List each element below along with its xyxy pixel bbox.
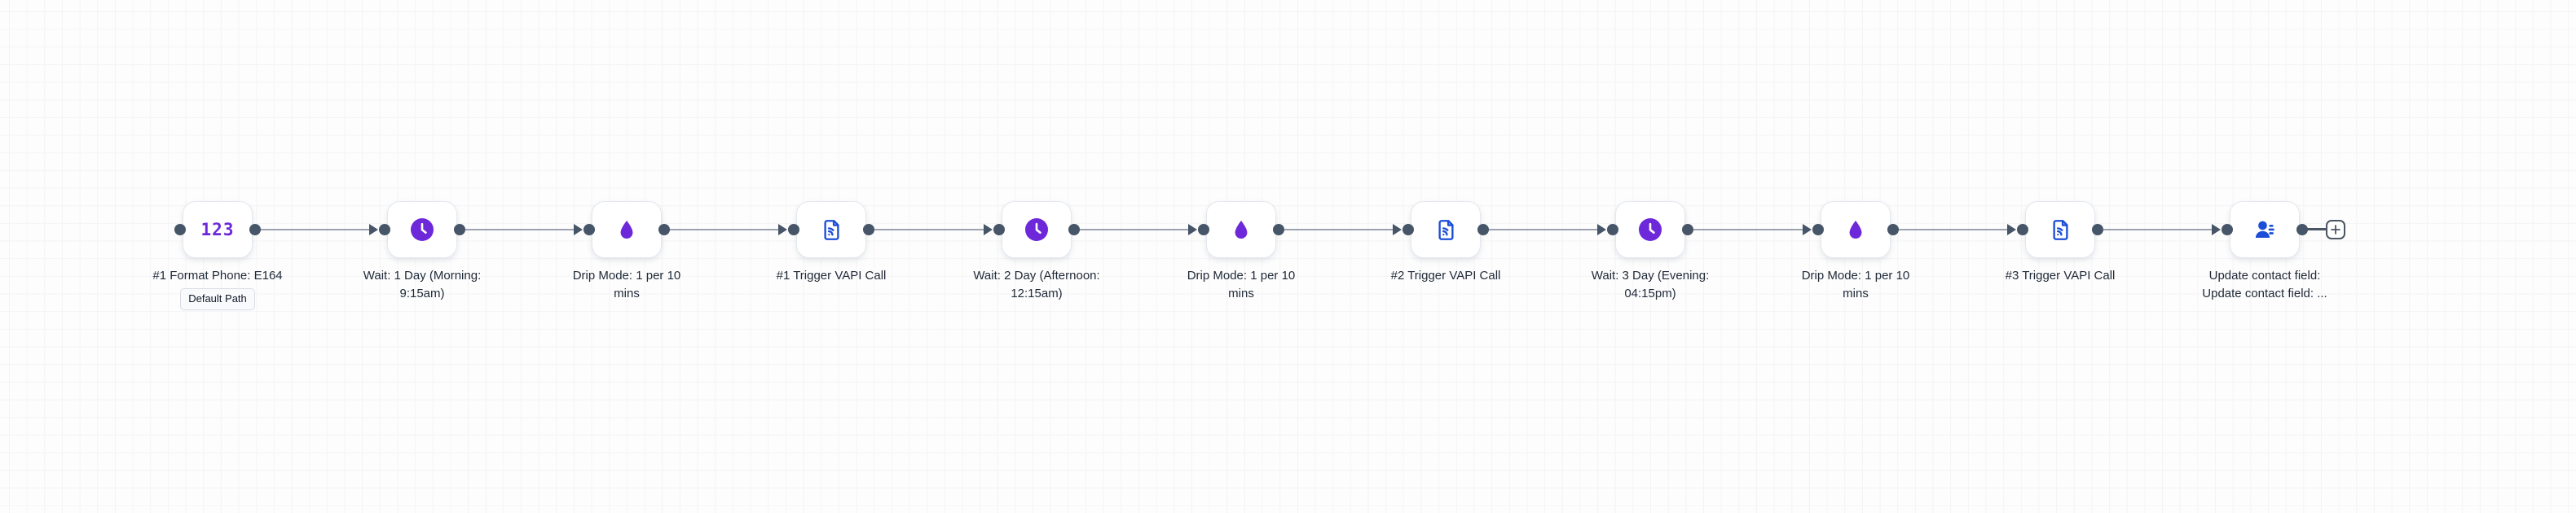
node-label: Update contact field: Update contact fiel… xyxy=(2187,267,2342,303)
edge-line xyxy=(1484,229,1598,230)
user-details-icon xyxy=(2253,218,2277,242)
output-handle[interactable] xyxy=(1273,224,1284,235)
input-handle[interactable] xyxy=(1812,224,1824,235)
input-handle[interactable] xyxy=(2017,224,2028,235)
plus-icon xyxy=(2331,225,2340,235)
edge-arrowhead-icon xyxy=(1597,224,1606,235)
flow-node[interactable]: 123 xyxy=(174,201,261,258)
node-label: Wait: 1 Day (Morning: 9:15am) xyxy=(345,267,500,303)
flow-node[interactable] xyxy=(2017,201,2103,258)
file-signal-icon xyxy=(2050,218,2072,242)
node-label-line: Wait: 1 Day (Morning: xyxy=(363,269,482,283)
edge-line xyxy=(460,229,575,230)
output-handle[interactable] xyxy=(863,224,874,235)
node-label-line: Drip Mode: 1 per 10 xyxy=(1187,269,1296,283)
node-label-line: 12:15am) xyxy=(1011,287,1063,300)
input-handle[interactable] xyxy=(993,224,1005,235)
output-handle[interactable] xyxy=(249,224,261,235)
input-handle[interactable] xyxy=(1402,224,1414,235)
node-label-line: Wait: 3 Day (Evening: xyxy=(1591,269,1710,283)
flow-node[interactable] xyxy=(788,201,874,258)
edge-arrowhead-icon xyxy=(1393,224,1402,235)
output-handle[interactable] xyxy=(454,224,465,235)
node-label-line: #1 Trigger VAPI Call xyxy=(776,269,887,283)
node-label-line: Wait: 2 Day (Afternoon: xyxy=(973,269,1100,283)
edge-arrowhead-icon xyxy=(574,224,583,235)
node-label: Drip Mode: 1 per 10 mins xyxy=(1778,267,1933,303)
node-label: #3 Trigger VAPI Call xyxy=(1983,267,2138,285)
node-label-line: mins xyxy=(1228,287,1254,300)
node-label-line: mins xyxy=(614,287,640,300)
output-handle[interactable] xyxy=(2092,224,2103,235)
edge-line xyxy=(1894,229,2008,230)
output-handle[interactable] xyxy=(658,224,670,235)
input-handle[interactable] xyxy=(1198,224,1209,235)
input-handle[interactable] xyxy=(2222,224,2233,235)
flow-node[interactable] xyxy=(583,201,670,258)
droplet-icon xyxy=(1232,219,1250,241)
edge-line xyxy=(256,229,370,230)
node-label-line: 9:15am) xyxy=(399,287,445,300)
output-handle[interactable] xyxy=(1682,224,1693,235)
flow-node[interactable] xyxy=(1402,201,1489,258)
flow-node[interactable] xyxy=(2222,201,2308,258)
node-label-line: Drip Mode: 1 per 10 xyxy=(1801,269,1910,283)
output-handle[interactable] xyxy=(2296,224,2308,235)
default-path-badge: Default Path xyxy=(180,288,255,310)
add-step-button[interactable] xyxy=(2326,220,2345,239)
input-handle[interactable] xyxy=(1607,224,1618,235)
input-handle[interactable] xyxy=(788,224,799,235)
clock-icon xyxy=(1638,217,1662,242)
node-label: #2 Trigger VAPI Call xyxy=(1368,267,1523,285)
edge-line xyxy=(1075,229,1189,230)
edge-line xyxy=(870,229,984,230)
edge-arrowhead-icon xyxy=(2212,224,2221,235)
edge-line xyxy=(1689,229,1803,230)
edge-arrowhead-icon xyxy=(2007,224,2016,235)
edge-arrowhead-icon xyxy=(1188,224,1197,235)
droplet-icon xyxy=(1847,219,1865,241)
flow-node[interactable] xyxy=(379,201,465,258)
output-handle[interactable] xyxy=(1068,224,1080,235)
flow-node[interactable] xyxy=(993,201,1080,258)
node-label-line: #2 Trigger VAPI Call xyxy=(1390,269,1501,283)
edge-arrowhead-icon xyxy=(984,224,993,235)
node-label: Wait: 2 Day (Afternoon: 12:15am) xyxy=(959,267,1114,303)
node-label-line: mins xyxy=(1843,287,1869,300)
node-label: Wait: 3 Day (Evening: 04:15pm) xyxy=(1573,267,1728,303)
input-handle[interactable] xyxy=(583,224,595,235)
clock-icon xyxy=(1024,217,1049,242)
node-label-line: 04:15pm) xyxy=(1624,287,1676,300)
flow-node[interactable] xyxy=(1812,201,1899,258)
node-label: #1 Trigger VAPI Call xyxy=(754,267,909,285)
input-handle[interactable] xyxy=(379,224,390,235)
node-label-line: #1 Format Phone: E164 xyxy=(152,269,283,283)
edge-arrowhead-icon xyxy=(1803,224,1812,235)
edge-line xyxy=(1279,229,1394,230)
droplet-icon xyxy=(618,219,636,241)
input-handle[interactable] xyxy=(174,224,186,235)
edge-line xyxy=(2098,229,2213,230)
numbers-123-text: 123 xyxy=(200,220,235,239)
edge-arrowhead-icon xyxy=(778,224,787,235)
node-label-line: #3 Trigger VAPI Call xyxy=(2005,269,2116,283)
flow-node[interactable] xyxy=(1198,201,1284,258)
node-label: Drip Mode: 1 per 10 mins xyxy=(549,267,704,303)
node-label: Drip Mode: 1 per 10 mins xyxy=(1164,267,1319,303)
file-signal-icon xyxy=(821,218,843,242)
output-handle[interactable] xyxy=(1887,224,1899,235)
flow-node[interactable] xyxy=(1607,201,1693,258)
edge-arrowhead-icon xyxy=(369,224,378,235)
output-handle[interactable] xyxy=(1477,224,1489,235)
node-label-line: Drip Mode: 1 per 10 xyxy=(572,269,681,283)
node-label-line: Update contact field: xyxy=(2208,269,2321,283)
numbers-123-icon: 123 xyxy=(201,220,235,239)
node-label-line: Update contact field: ... xyxy=(2202,287,2327,300)
clock-icon xyxy=(410,217,434,242)
file-signal-icon xyxy=(1435,218,1457,242)
add-step-connector xyxy=(2303,228,2326,230)
edge-line xyxy=(665,229,779,230)
